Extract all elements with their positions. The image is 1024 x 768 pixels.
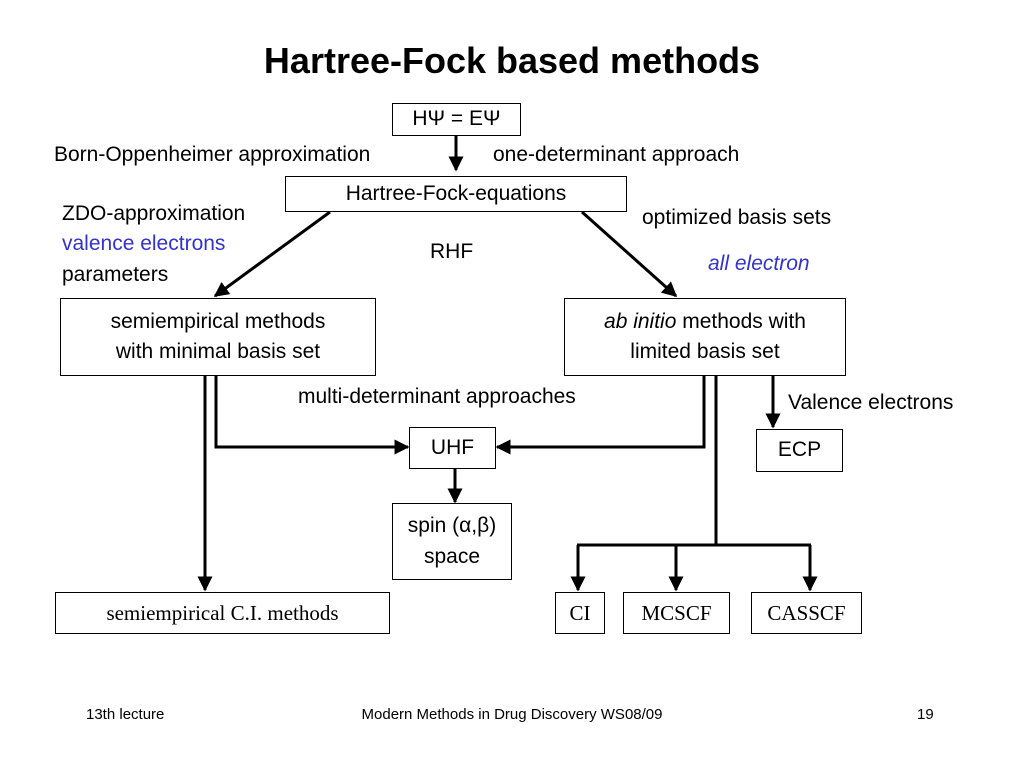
space-line: space [423,544,481,568]
ecp: ECP [777,438,822,462]
arrow-hf-to-semiempirical [213,210,331,298]
parameters-label: parameters [62,263,169,286]
semiempirical-line2: with minimal basis set [115,340,321,363]
ecp-box: ECP [756,429,843,472]
ab-initio-line2: limited basis set [630,340,780,363]
hartree-fock-equations-box: Hartree-Fock-equations [285,176,627,212]
page-title: Hartree-Fock based methods [263,40,761,81]
spin-line: spin (α,β) [407,514,497,538]
arrow-semiempirical-to-uhf [214,375,410,455]
semiempirical-ci-box: semiempirical C.I. methods [55,592,390,634]
mcscf: MCSCF [641,600,712,625]
schrodinger-equation: HΨ = EΨ [412,107,501,131]
ab-initio-methods-box: ab initio methods with limited basis set [564,298,846,376]
schrodinger-equation-box: HΨ = EΨ [392,103,521,136]
footer-lecture: 13th lecture [86,706,165,723]
ab-initio-rest: methods with [676,309,806,333]
rhf-label: RHF [430,240,474,263]
arrow-hf-to-abinitio [581,210,678,298]
arrow-abinitio-to-uhf [495,375,706,455]
ci-box: CI [555,592,605,634]
one-determinant-label: one-determinant approach [493,143,740,166]
footer-slide-number: 19 [917,706,934,723]
ab-initio-italic: ab initio [604,309,677,333]
valence-electrons-label: valence electrons [62,232,226,255]
all-electron-label: all electron [708,252,810,275]
semiempirical-line1: semiempirical methods [110,309,326,333]
multi-determinant-label: multi-determinant approaches [298,385,576,408]
footer-course: Modern Methods in Drug Discovery WS08/09 [361,706,663,723]
semiempirical-methods-box: semiempirical methods with minimal basis… [60,298,376,376]
hartree-fock-equations: Hartree-Fock-equations [345,181,567,205]
zdo-label: ZDO-approximation [62,202,246,225]
ab-initio-line1: ab initio methods with [604,307,806,337]
born-oppenheimer-label: Born-Oppenheimer approximation [54,143,371,166]
mcscf-box: MCSCF [623,592,730,634]
semiempirical-ci: semiempirical C.I. methods [106,600,339,625]
ci: CI [569,600,591,625]
casscf: CASSCF [767,600,846,625]
spin-space-box: spin (α,β) space [392,503,512,580]
valence-electrons-ecp-label: Valence electrons [788,391,954,414]
uhf-box: UHF [409,427,496,469]
optimized-basis-label: optimized basis sets [642,206,832,229]
casscf-box: CASSCF [751,592,862,634]
uhf: UHF [430,435,475,459]
